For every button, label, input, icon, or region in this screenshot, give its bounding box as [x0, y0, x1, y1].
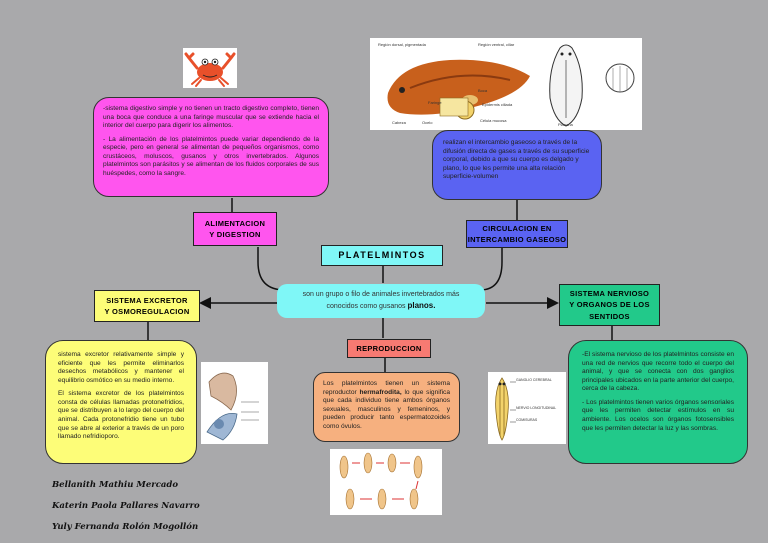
- reproduccion-text-a: Los platelmintos tienen un sistema repro…: [323, 380, 450, 396]
- excretor-label: SISTEMA EXCRETOR Y OSMOREGULACION: [94, 290, 200, 322]
- flatworm-label-dorsal: Región dorsal, pigmentada: [378, 42, 426, 47]
- flatworm-label-mucosa: Célula mucosa: [480, 118, 507, 123]
- reproduction-cycle-drawing: [339, 452, 423, 510]
- nervioso-label-line3: SENTIDOS: [589, 311, 630, 321]
- nervous-label-nervio: NERVIO LONGITUDINAL: [516, 406, 557, 410]
- alimentacion-text-2: - La alimentación de los platelmintos pu…: [103, 135, 319, 177]
- excretor-label-line1: SISTEMA EXCRETOR: [106, 295, 188, 305]
- reproduccion-text-c: lo que significa que cada individuo tien…: [323, 388, 450, 430]
- line-center-circulacion: [479, 248, 503, 291]
- crab-icon: [184, 52, 236, 87]
- alimentacion-bubble: -sistema digestivo simple y no tienen un…: [93, 97, 329, 197]
- alimentacion-label-line1: ALIMENTACION: [204, 218, 266, 228]
- nervioso-bubble: -El sistema nervioso de los platelmintos…: [568, 340, 748, 464]
- flatworm-anatomy-drawing: [387, 44, 635, 127]
- reproduccion-text-b: hermafrodita,: [359, 388, 402, 396]
- circulacion-bubble: realizan el intercambio gaseoso a través…: [432, 130, 602, 200]
- line-center-alimentacion: [257, 247, 286, 291]
- alimentacion-label: ALIMENTACION Y DIGESTION: [193, 212, 277, 246]
- excretor-text-1: sistema excretor relativamente simple y …: [58, 351, 184, 384]
- nervous-system-image: GANGLIO CEREBRAL NERVIO LONGITUDINAL COM…: [488, 372, 566, 444]
- alimentacion-text-1: -sistema digestivo simple y no tienen un…: [103, 105, 319, 130]
- reproduccion-bubble: Los platelmintos tienen un sistema repro…: [313, 372, 460, 442]
- flatworm-anatomy-image: Región dorsal, pigmentada Región ventral…: [370, 38, 642, 130]
- alimentacion-label-line2: Y DIGESTION: [209, 230, 261, 239]
- nervous-label-ganglio: GANGLIO CEREBRAL: [516, 378, 552, 382]
- nervioso-label-line1: SISTEMA NERVIOSO: [569, 289, 650, 299]
- reproduction-cycle-image: [330, 449, 442, 515]
- circulacion-label: CIRCULACION EN INTERCAMBIO GASEOSO: [466, 220, 568, 248]
- central-emphasis: planos.: [407, 301, 436, 311]
- excretor-bubble: sistema excretor relativamente simple y …: [45, 340, 197, 464]
- central-definition: son un grupo o filo de animales inverteb…: [277, 284, 485, 318]
- flatworm-label-ventral: Región ventral, ciliar: [478, 42, 515, 47]
- excretor-system-image: [201, 362, 268, 444]
- nervioso-label: SISTEMA NERVIOSO Y ORGANOS DE LOS SENTID…: [559, 284, 660, 326]
- flatworm-label-ocelo: Ocelo: [422, 120, 433, 125]
- excretor-text-2: El sistema excretor de los platelmintos …: [58, 390, 184, 441]
- flatworm-label-boca: Boca: [478, 88, 488, 93]
- crab-image: [183, 48, 237, 88]
- nervous-system-drawing: [495, 377, 516, 441]
- page-title: PLATELMINTOS: [321, 245, 443, 266]
- author-3: Yuly Fernanda Rolón Mogollón: [52, 522, 199, 532]
- flatworm-label-faringe: Faringe: [428, 100, 442, 105]
- flatworm-label-cabeza: Cabeza: [392, 120, 406, 125]
- nervioso-text-1: -El sistema nervioso de los platelmintos…: [582, 351, 734, 393]
- author-1: Bellanith Mathiu Mercado: [52, 480, 179, 490]
- excretor-label-line2: Y OSMOREGULACION: [104, 307, 190, 316]
- author-2: Katerin Paola Pallares Navarro: [52, 501, 200, 511]
- excretor-system-drawing: [206, 372, 259, 441]
- reproduccion-label: REPRODUCCION: [347, 339, 431, 358]
- nervioso-text-2: - Los platelmintos tienen varios órganos…: [582, 398, 734, 432]
- nervous-label-comisuras: COMISURAS: [516, 418, 538, 422]
- flatworm-label-planaria: Planaria: [558, 122, 573, 127]
- nervioso-label-line2: Y ORGANOS DE LOS: [569, 300, 650, 310]
- flatworm-label-epidermis: Epidermis ciliada: [482, 102, 513, 107]
- circulacion-label-line2: INTERCAMBIO GASEOSO: [467, 235, 567, 244]
- circulacion-label-line1: CIRCULACION EN: [482, 223, 552, 233]
- circulacion-text: realizan el intercambio gaseoso a través…: [443, 139, 590, 181]
- central-text: son un grupo o filo de animales inverteb…: [302, 291, 460, 311]
